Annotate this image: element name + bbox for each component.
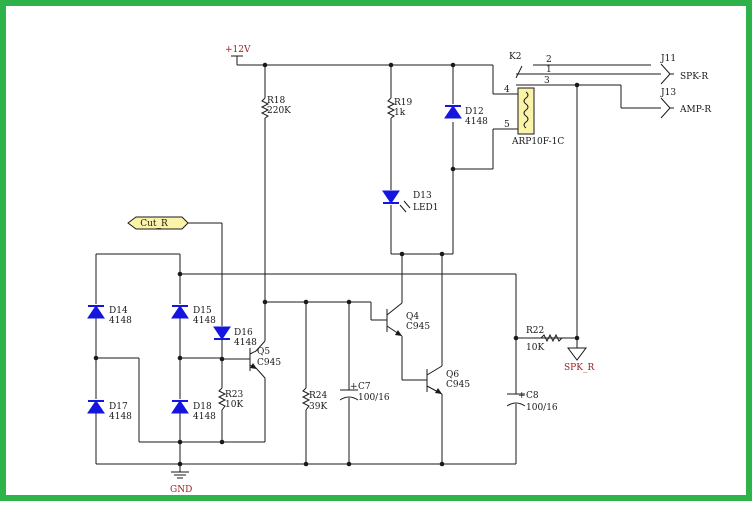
resistor-r24: R24 39K [301, 387, 328, 412]
capacitor-c7: + C7 100/16 [339, 382, 390, 403]
gnd-label: GND [170, 485, 192, 495]
r24-value: 39K [309, 402, 327, 412]
c7-ref: C7 [358, 382, 371, 392]
vcc-label: +12V [225, 45, 251, 55]
j13-name: AMP-R [679, 105, 711, 115]
d15-ref: D15 [193, 306, 212, 316]
transistor-q5: Q5 C945 [249, 347, 281, 371]
j13-ref: J13 [660, 88, 676, 98]
c8-value: 100/16 [526, 403, 558, 413]
j11-ref: J11 [660, 54, 676, 64]
k2-ref: K2 [509, 52, 521, 62]
r18-value: 220K [267, 106, 291, 116]
r24-ref: R24 [309, 391, 328, 401]
ground-symbol: GND [170, 471, 192, 495]
q6-ref: Q6 [446, 370, 459, 380]
c7-plus: + [350, 382, 358, 392]
schematic-canvas: +12V GND Cut_R R18 220K R19 1k R22 10K R… [87, 45, 711, 495]
jack-j11: J11 SPK-R [660, 54, 708, 85]
transistor-q4: Q4 C945 [386, 302, 430, 337]
speaker-ground-symbol: SPK_R [564, 347, 594, 373]
resistor-r19: R19 1k [386, 97, 413, 119]
d15-value: 4148 [193, 316, 216, 326]
k2-pin-1: 1 [546, 65, 552, 75]
d17-ref: D17 [109, 402, 128, 412]
k2-pin-4: 4 [504, 85, 510, 95]
r22-ref: R22 [526, 326, 544, 336]
diode-d18: D18 4148 [171, 400, 216, 422]
diode-d15: D15 4148 [171, 305, 216, 326]
k2-part: ARP10F-1C [511, 137, 564, 147]
diode-d13-led: D13 LED1 [382, 190, 439, 213]
diode-d16: D16 4148 [213, 326, 257, 348]
resistor-r23: R23 10K [217, 387, 244, 411]
diode-d12: D12 4148 [444, 105, 488, 127]
r23-ref: R23 [225, 390, 244, 400]
capacitor-c8: + C8 100/16 [506, 391, 558, 413]
q4-ref: Q4 [406, 312, 419, 322]
q5-value: C945 [257, 358, 281, 368]
jack-j13: J13 AMP-R [660, 88, 711, 119]
d12-value: 4148 [465, 117, 488, 127]
c8-ref: C8 [526, 391, 539, 401]
diode-d14: D14 4148 [87, 305, 132, 326]
q4-value: C945 [406, 322, 430, 332]
d14-ref: D14 [109, 306, 128, 316]
k2-pin-3: 3 [544, 76, 550, 86]
d16-value: 4148 [234, 338, 257, 348]
diode-d17: D17 4148 [87, 400, 132, 422]
k2-pin-2: 2 [546, 55, 552, 65]
r18-ref: R18 [267, 96, 286, 106]
spk-r-label: SPK_R [564, 363, 594, 373]
vcc-symbol: +12V [225, 45, 251, 57]
transistor-q6: Q6 C945 [426, 365, 470, 395]
d18-value: 4148 [193, 412, 216, 422]
d12-ref: D12 [465, 107, 484, 117]
junctions [93, 62, 580, 467]
d14-value: 4148 [109, 316, 132, 326]
relay-k2: K2 2 1 3 4 5 ARP10F-1C [504, 52, 564, 147]
q5-ref: Q5 [257, 347, 270, 357]
c8-plus: + [518, 391, 526, 401]
d13-value: LED1 [413, 203, 439, 213]
r19-value: 1k [394, 108, 406, 118]
c7-value: 100/16 [358, 393, 390, 403]
k2-pin-5: 5 [504, 120, 510, 130]
r22-value: 10K [526, 343, 544, 353]
r19-ref: R19 [394, 98, 413, 108]
d16-ref: D16 [234, 328, 253, 338]
resistor-r18: R18 220K [260, 96, 291, 119]
r23-value: 10K [225, 400, 243, 410]
d13-ref: D13 [413, 191, 432, 201]
resistor-r22: R22 10K [526, 326, 563, 353]
d17-value: 4148 [109, 412, 132, 422]
net-port-cut-r: Cut_R [127, 216, 189, 230]
q6-value: C945 [446, 380, 470, 390]
j11-name: SPK-R [680, 72, 708, 82]
d18-ref: D18 [193, 402, 212, 412]
net-port-label: Cut_R [140, 219, 168, 229]
